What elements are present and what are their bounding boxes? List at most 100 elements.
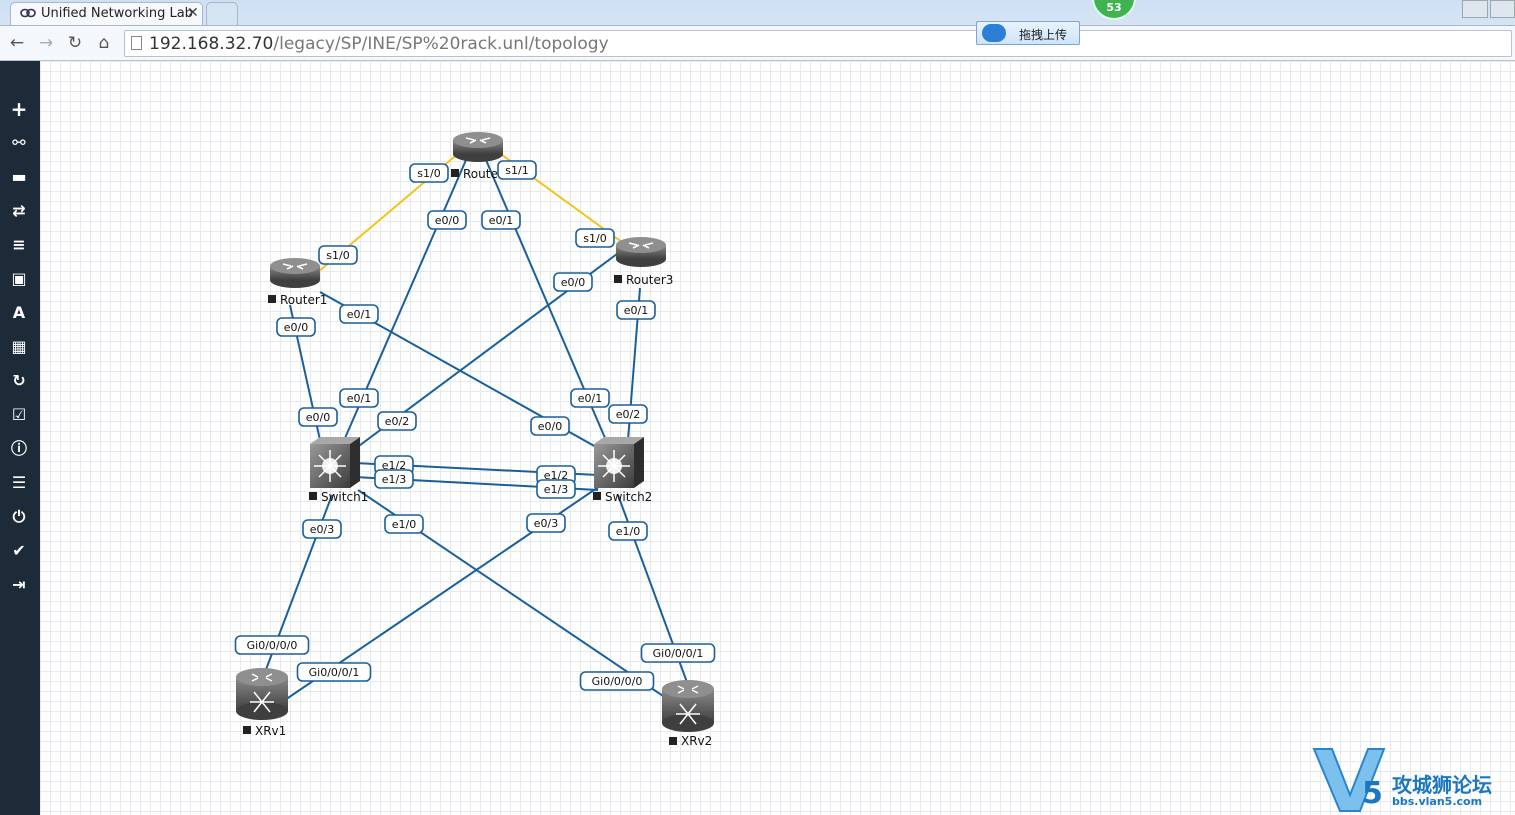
xrv1-node[interactable]: XRv1 (236, 668, 288, 738)
port-label: e0/2 (608, 404, 648, 424)
port-label: e0/1 (339, 304, 379, 324)
window-controls (1430, 0, 1515, 20)
cloud-icon (982, 24, 1006, 42)
upload-label: 拖拽上传 (1019, 28, 1068, 42)
v5-logo-icon: 5 (1312, 748, 1386, 812)
node-label: Router1 (280, 293, 327, 307)
port-label-text: e0/0 (561, 276, 585, 289)
port-label-text: Gi0/0/0/1 (309, 666, 360, 679)
port-label-text: e1/3 (544, 483, 568, 496)
port-label-text: e1/2 (544, 469, 568, 482)
browser-toolbar: ← → ↻ ⌂ 192.168.32.70/legacy/SP/INE/SP%2… (0, 25, 1515, 61)
browser-chrome: Unified Networking Lab ✕ 53 ← → ↻ ⌂ 192.… (0, 0, 1515, 61)
home-icon[interactable]: ⌂ (98, 33, 110, 53)
logout-icon[interactable]: ⇥ (12, 575, 26, 594)
port-label: s1/0 (409, 163, 449, 183)
port-label: e1/3 (536, 479, 576, 499)
close-tab-icon[interactable]: ✕ (187, 5, 199, 21)
port-label: e0/1 (570, 388, 610, 408)
port-label: e0/3 (302, 519, 342, 539)
user-profile-button[interactable] (1462, 0, 1488, 18)
port-label-text: e0/1 (347, 392, 371, 405)
link-icon[interactable]: ⚯ (12, 133, 26, 152)
port-label-text: e0/3 (534, 517, 558, 530)
grid-icon[interactable]: ▦ (11, 337, 27, 356)
page-icon (131, 36, 142, 50)
port-labels: s1/0 s1/1 s1/0 s1/0 e0/0 e0/1 e0/0 e0/0 e0/1 e0/1… (234, 160, 716, 691)
address-bar[interactable]: 192.168.32.70/legacy/SP/INE/SP%20rack.un… (124, 30, 1512, 57)
port-label: e0/1 (616, 300, 656, 320)
node-label: XRv2 (681, 734, 712, 748)
port-label-text: e1/3 (382, 473, 406, 486)
port-label-text: e0/2 (385, 415, 409, 428)
back-arrow-icon[interactable]: ← (9, 33, 25, 53)
port-label-text: e0/0 (306, 411, 330, 424)
url-text: 192.168.32.70/legacy/SP/INE/SP%20rack.un… (149, 34, 609, 54)
node-label: Router (463, 167, 503, 181)
xrv2-node[interactable]: XRv2 (662, 680, 714, 748)
refresh-icon[interactable]: ↻ (12, 371, 26, 390)
checkbox-icon[interactable]: ☑ (11, 405, 27, 424)
port-label: s1/0 (575, 228, 615, 248)
url-path: /legacy/SP/INE/SP%20rack.unl/topology (273, 34, 609, 54)
port-label-text: e0/1 (578, 392, 602, 405)
port-label-text: Gi0/0/0/0 (247, 639, 298, 652)
port-label: e0/1 (339, 388, 379, 408)
watermark-title: 攻城狮论坛 (1392, 773, 1492, 797)
check-circle-icon[interactable]: ✔ (12, 541, 26, 560)
port-label-text: e1/0 (392, 518, 416, 531)
image-icon[interactable]: ▣ (11, 269, 27, 288)
new-tab-button[interactable] (206, 2, 238, 25)
reload-icon[interactable]: ↻ (67, 33, 83, 53)
router-node[interactable]: Router (451, 132, 503, 181)
port-label: e0/2 (377, 411, 417, 431)
info-icon[interactable]: ⓘ (10, 439, 27, 458)
drag-upload-button[interactable]: 拖拽上传 (976, 21, 1080, 45)
port-label: e1/0 (608, 521, 648, 541)
switch2-node[interactable]: Switch2 (593, 437, 652, 504)
port-label-text: e0/1 (347, 308, 371, 321)
list-icon[interactable]: ≡ (12, 235, 26, 254)
router3-node[interactable]: Router3 (614, 237, 673, 287)
port-label: e0/3 (526, 513, 566, 533)
port-label-text: Gi0/0/0/0 (592, 675, 643, 688)
node-label: Switch2 (605, 490, 652, 504)
port-label: e1/0 (384, 514, 424, 534)
port-label: s1/0 (318, 245, 358, 265)
node-label: Router3 (626, 273, 673, 287)
sidebar: + ⚯ ▬ ⇄ ≡ ▣ A ▦ ↻ ☑ ⓘ ☰ ⏻ ✔ ⇥ (0, 61, 40, 815)
port-label-text: s1/0 (417, 167, 440, 180)
port-label-text: Gi0/0/0/1 (653, 647, 704, 660)
exchange-icon[interactable]: ⇄ (12, 201, 26, 220)
watermark-url: bbs.vlan5.com (1392, 795, 1483, 808)
port-label: e0/0 (276, 317, 316, 337)
port-label: e0/0 (298, 407, 338, 427)
port-label-text: e0/2 (616, 408, 640, 421)
tab-title: Unified Networking Lab (41, 6, 193, 21)
power-icon[interactable]: ⏻ (12, 507, 26, 526)
port-label: e1/3 (374, 469, 414, 489)
port-label: Gi0/0/0/0 (579, 671, 655, 691)
storage-icon[interactable]: ▬ (11, 167, 27, 186)
port-label-text: s1/0 (583, 232, 606, 245)
port-label-text: s1/0 (326, 249, 349, 262)
port-label: s1/1 (497, 160, 537, 180)
add-icon[interactable]: + (10, 97, 28, 121)
router1-node[interactable]: Router1 (268, 258, 327, 307)
browser-tab-active[interactable]: Unified Networking Lab ✕ (10, 2, 203, 25)
port-label-text: e1/0 (616, 525, 640, 538)
text-icon[interactable]: A (12, 303, 26, 322)
watermark-logo: 5 攻城狮论坛 bbs.vlan5.com (1310, 745, 1515, 815)
node-label: XRv1 (255, 724, 286, 738)
port-label-text: e0/0 (435, 214, 459, 227)
port-label: e0/0 (553, 272, 593, 292)
node-label: Switch1 (321, 490, 368, 504)
port-label: Gi0/0/0/1 (296, 662, 372, 682)
table-icon[interactable]: ☰ (11, 473, 27, 492)
switch1-node[interactable]: Switch1 (309, 437, 368, 504)
port-label: e0/1 (481, 210, 521, 230)
svg-text:5: 5 (1362, 776, 1383, 811)
forward-arrow-icon[interactable]: → (38, 33, 54, 53)
unl-favicon-icon (20, 8, 36, 18)
